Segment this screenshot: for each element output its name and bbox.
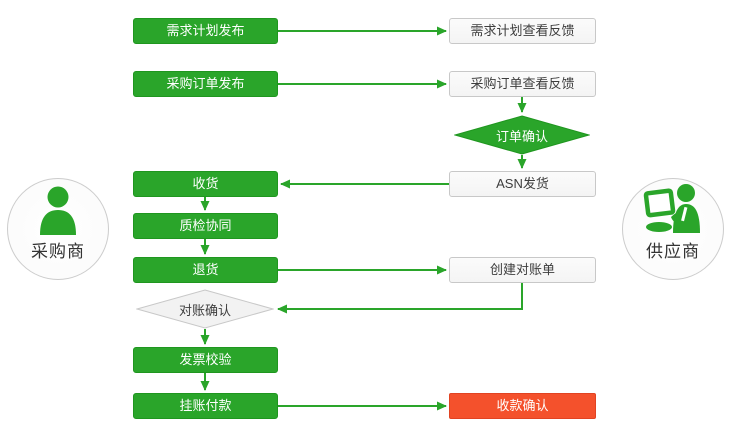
node-payment-confirm: 收款确认 [449,393,596,419]
actor-supplier-label: 供应商 [646,242,700,261]
actor-supplier: 供应商 [622,178,724,280]
actor-buyer-label: 采购商 [31,242,85,261]
node-payment-on-account: 挂账付款 [133,393,278,419]
node-invoice-check: 发票校验 [133,347,278,373]
decision-reconciliation-confirm: 对账确认 [135,289,275,329]
node-purchase-order-feedback: 采购订单查看反馈 [449,71,596,97]
node-demand-plan-feedback: 需求计划查看反馈 [449,18,596,44]
buyer-person-icon [35,183,81,235]
node-quality-collaboration: 质检协同 [133,213,278,239]
node-receive-goods: 收货 [133,171,278,197]
node-asn-shipment: ASN发货 [449,171,596,197]
decision-reconciliation-confirm-label: 对账确认 [178,302,231,318]
actor-buyer: 采购商 [7,178,109,280]
decision-order-confirm: 订单确认 [453,115,591,155]
arrow-statement-to-reconciliation [277,283,523,314]
node-demand-plan-publish: 需求计划发布 [133,18,278,44]
node-purchase-order-publish: 采购订单发布 [133,71,278,97]
supplier-person-laptop-icon [643,183,703,235]
node-return-goods: 退货 [133,257,278,283]
decision-order-confirm-label: 订单确认 [495,128,548,144]
node-create-statement: 创建对账单 [449,257,596,283]
